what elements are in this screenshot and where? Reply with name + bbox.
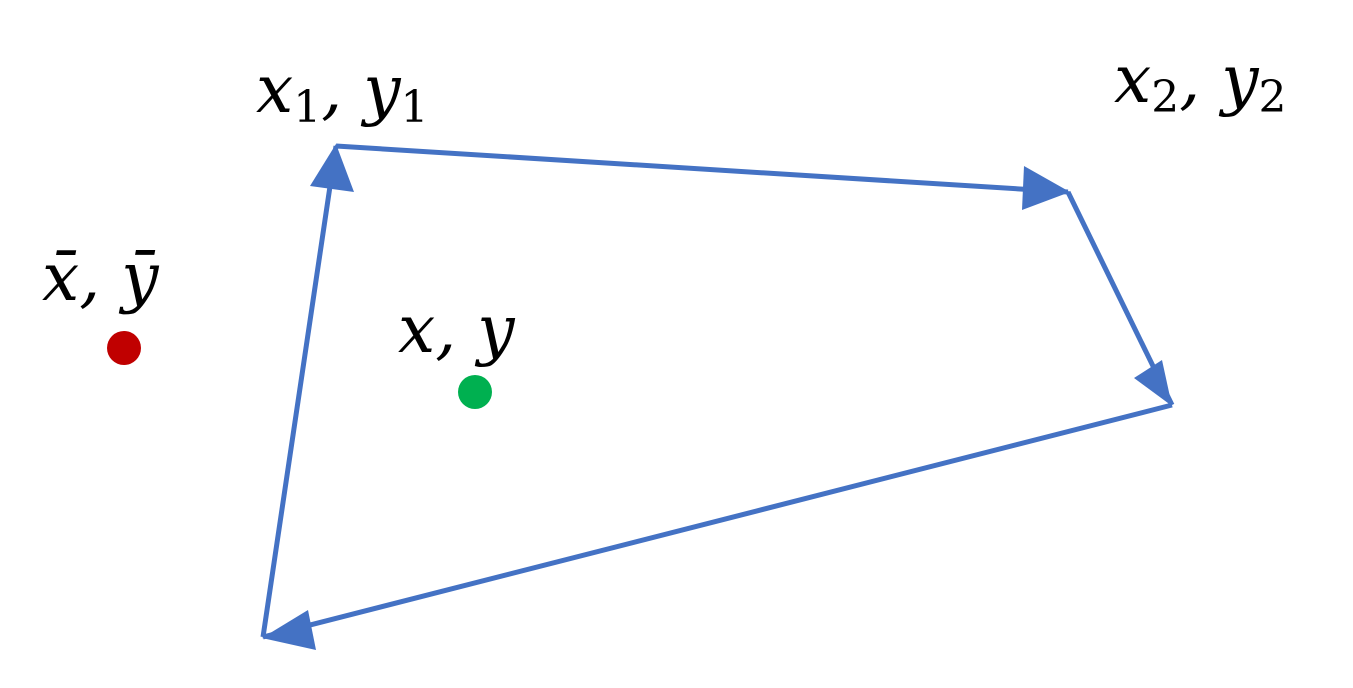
edge-arrowheads bbox=[262, 144, 1172, 650]
vertex1-label: x1, y1 bbox=[256, 51, 429, 133]
outside-point-dot bbox=[107, 331, 141, 365]
edge-v1-to-v2 bbox=[335, 143, 1069, 195]
vertex2-y: y bbox=[1218, 41, 1259, 118]
vertex2-sep: , bbox=[1179, 41, 1221, 118]
outside-point-x: x̄ bbox=[42, 239, 79, 316]
vertex1-x: x bbox=[256, 51, 293, 128]
vertex2-label: x2, y2 bbox=[1114, 41, 1287, 123]
inside-point-dot bbox=[458, 375, 492, 409]
inside-point-label: x, y bbox=[398, 291, 515, 368]
arrow-icon-v1 bbox=[310, 144, 354, 192]
outside-point-y: ȳ bbox=[118, 239, 159, 316]
vertex2-x: x bbox=[1114, 41, 1151, 118]
arrow-icon-v4 bbox=[262, 610, 316, 650]
vertex2-y-sub: 2 bbox=[1259, 72, 1287, 123]
vertex2-x-sub: 2 bbox=[1151, 72, 1179, 123]
vertex1-x-sub: 1 bbox=[293, 82, 321, 133]
outside-point-label: x̄, ȳ bbox=[42, 239, 159, 316]
vertex1-y-sub: 1 bbox=[401, 82, 429, 133]
outside-point-sep: , bbox=[79, 239, 121, 316]
polygon-edges bbox=[260, 143, 1175, 640]
inside-point-sep: , bbox=[435, 291, 477, 368]
edge-v3-to-v4 bbox=[262, 402, 1173, 640]
edge-v4-to-v1 bbox=[260, 145, 339, 638]
vertex1-sep: , bbox=[321, 51, 363, 128]
arrow-icon-v2 bbox=[1022, 166, 1070, 210]
arrow-icon-v3 bbox=[1134, 360, 1172, 406]
inside-point-x: x bbox=[398, 291, 435, 368]
vertex1-y: y bbox=[360, 51, 401, 128]
inside-point-y: y bbox=[474, 291, 515, 368]
